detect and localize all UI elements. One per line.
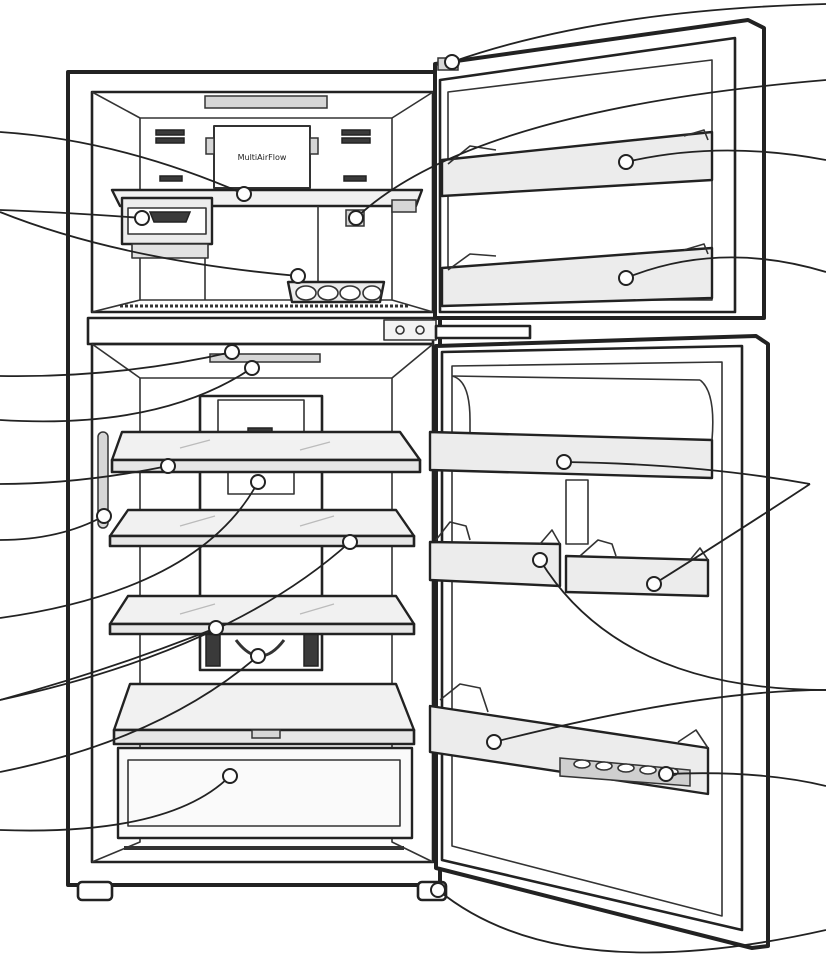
vegetable-drawer-leader-line xyxy=(0,775,231,832)
egg-tray-secondary-0-callout-dot xyxy=(658,766,674,782)
egg-tray-callout-dot xyxy=(486,734,502,750)
freezer-shelf-callout-dot xyxy=(236,186,252,202)
dairy-bin xyxy=(428,375,714,545)
crisper-cover-callout-dot xyxy=(250,648,266,664)
vegetable-drawer xyxy=(116,746,414,840)
freezer-door-lower-bin-callout-dot xyxy=(618,270,634,286)
lower-glass-shelf xyxy=(108,594,416,636)
middle-glass-shelf-leader-line xyxy=(0,541,351,701)
multi-air-flow-duct-leader-line xyxy=(0,481,259,619)
ice-tray-callout-dot xyxy=(290,268,306,284)
freezer-lamp-leader-line xyxy=(355,79,826,219)
freezer-back-vents xyxy=(155,129,371,182)
freezer-door-hinge-callout-dot xyxy=(444,54,460,70)
vegetable-drawer-callout-dot xyxy=(222,768,238,784)
freezer-door-lower-bin-leader-line xyxy=(625,256,826,279)
lower-glass-shelf-leader-line xyxy=(0,627,217,701)
egg-tray-leader-line xyxy=(493,689,826,743)
freezer-lamp-callout-dot xyxy=(348,210,364,226)
dairy-bin-leader-line xyxy=(563,461,811,485)
dairy-bin-callout-dot xyxy=(556,454,572,470)
side-light-callout-dot xyxy=(96,508,112,524)
refrigerator-compartment xyxy=(90,342,435,864)
ice-tray xyxy=(286,280,386,304)
upper-glass-shelf xyxy=(110,430,422,474)
side-light xyxy=(97,431,109,529)
crisper-cover-leader-line xyxy=(0,655,259,773)
leveling-foot-leader-line xyxy=(437,889,826,954)
bottom-door-bin-callout-dot xyxy=(532,552,548,568)
filter-label: MultiAirFlow xyxy=(238,153,287,162)
callout-leaders xyxy=(0,3,826,954)
refrigerator-lamp-cover xyxy=(209,353,321,363)
freezer-door-upper-bin xyxy=(440,129,714,198)
center-hinge xyxy=(383,319,437,341)
freezer-door-hinge-leader-line xyxy=(451,3,826,63)
upper-glass-shelf-callout-dot xyxy=(160,458,176,474)
freezer-lamp-cover xyxy=(204,95,328,109)
leveling-foot-callout-dot xyxy=(430,882,446,898)
middle-glass-shelf-callout-dot xyxy=(342,534,358,550)
crisper-cover xyxy=(112,682,416,746)
freezer-shelf-leader-line xyxy=(0,131,245,195)
side-light-leader-line xyxy=(0,515,105,541)
egg-tray xyxy=(559,757,691,787)
small-door-bins-callout-dot xyxy=(646,576,662,592)
small-door-bins-leader-line xyxy=(653,483,811,585)
lower-glass-shelf-callout-dot xyxy=(208,620,224,636)
refrigerator-lamp-callout-dot xyxy=(224,344,240,360)
ice-maker-callout-dot xyxy=(134,210,150,226)
multi-air-flow-filter: MultiAirFlow xyxy=(205,125,319,189)
ice-tray-leader-line xyxy=(0,211,299,277)
egg-tray-secondary-0-leader-line xyxy=(665,772,826,787)
multi-air-flow-duct-callout-dot xyxy=(250,474,266,490)
refrigerator-door xyxy=(428,334,770,950)
freezer-door-upper-bin-callout-dot xyxy=(618,154,634,170)
ice-maker-leader-line xyxy=(0,209,143,219)
small-door-bin-left xyxy=(428,521,562,588)
refrigerator-air-duct-leader-line xyxy=(0,367,253,423)
refrigerator-air-duct-callout-dot xyxy=(244,360,260,376)
freezer-door xyxy=(383,18,766,341)
upper-glass-shelf-leader-line xyxy=(0,465,169,485)
small-door-bin-right xyxy=(564,539,710,598)
ice-maker xyxy=(120,196,214,259)
refrigerator-lamp-leader-line xyxy=(0,351,233,378)
middle-glass-shelf xyxy=(108,508,416,548)
bottom-door-bin-leader-line xyxy=(539,559,826,691)
freezer-door-lower-bin xyxy=(440,243,714,308)
freezer-door-upper-bin-leader-line xyxy=(625,149,826,163)
